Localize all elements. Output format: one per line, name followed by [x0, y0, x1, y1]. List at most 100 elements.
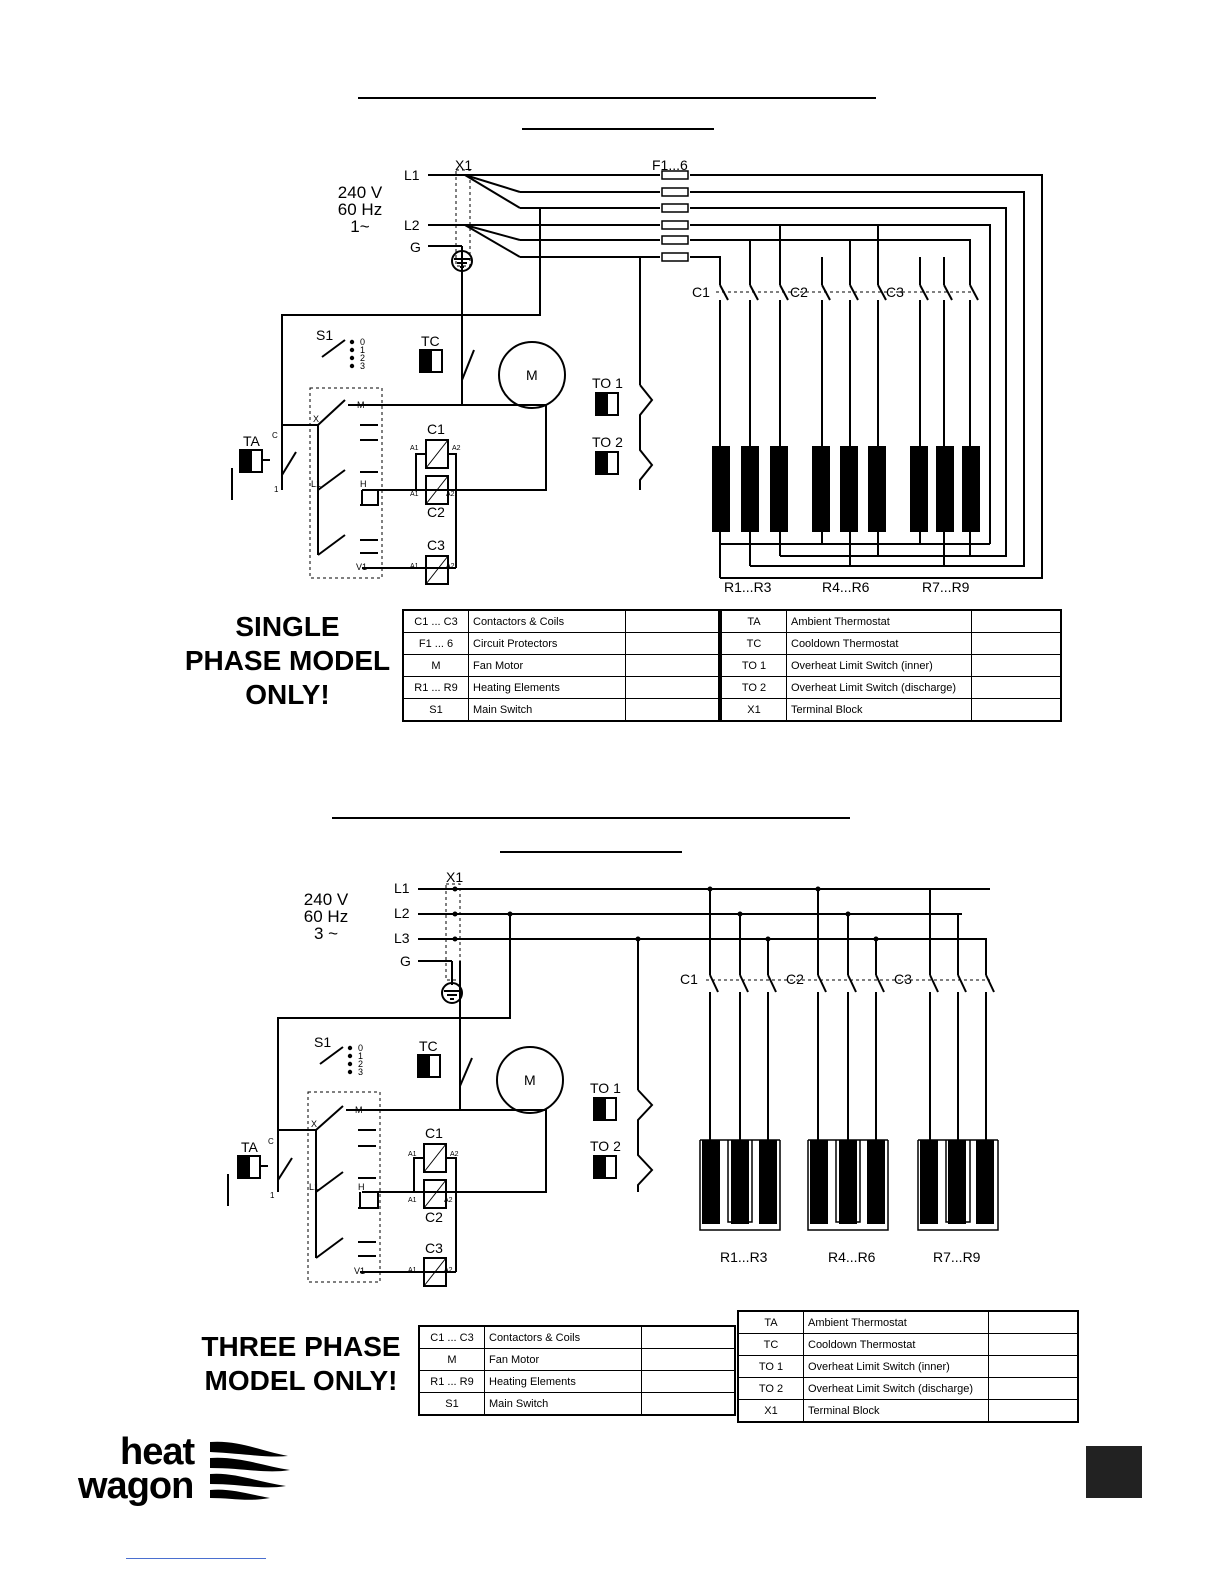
supply-phase: 3 ~ — [314, 924, 338, 943]
model-label-line: PHASE MODEL — [184, 645, 391, 676]
coil-label-c2: C2 — [425, 1209, 443, 1225]
legend-blank — [971, 676, 1062, 699]
legend-blank — [641, 1392, 736, 1416]
legend-desc: Cooldown Thermostat — [786, 632, 972, 655]
switch-mark-m: M — [355, 1105, 363, 1115]
legend-code: TO 2 — [720, 676, 787, 699]
element-group-r7-r9: R7...R9 — [922, 579, 970, 595]
legend-code: X1 — [720, 698, 787, 722]
to2-label: TO 2 — [592, 434, 623, 450]
switch-mark-c: C — [268, 1137, 274, 1146]
legend-code: M — [418, 1348, 485, 1371]
switch-position-3: 3 — [358, 1067, 363, 1077]
legend-desc: Ambient Thermostat — [803, 1310, 989, 1334]
fuse-label: F1...6 — [652, 157, 688, 173]
legend-blank — [625, 654, 720, 677]
legend-blank — [641, 1370, 736, 1393]
legend-blank — [641, 1325, 736, 1349]
three-phase-model-label: THREE PHASE MODEL ONLY! — [196, 1330, 406, 1398]
three-phase-diagram: 240 V 60 Hz 3 ~ L1 L2 L3 G X1 C1 C2 C3 — [0, 860, 1225, 1290]
fan-motor-icon — [498, 341, 566, 409]
switch-label: S1 — [316, 327, 333, 343]
legend-blank — [641, 1348, 736, 1371]
switch-mark-l1: L1 — [309, 1182, 319, 1192]
contactor-label-c3: C3 — [886, 284, 904, 300]
switch-mark-c: C — [272, 431, 278, 440]
coil-icons — [415, 439, 457, 585]
coil-terminal: A2 — [450, 1151, 459, 1158]
line-label-l2: L2 — [404, 217, 420, 233]
legend-code: S1 — [418, 1392, 485, 1416]
motor-label: M — [524, 1072, 536, 1088]
legend-code: M — [402, 654, 469, 677]
legend-code: TO 1 — [720, 654, 787, 677]
legend-desc: Overheat Limit Switch (discharge) — [803, 1377, 989, 1400]
legend-desc: Overheat Limit Switch (discharge) — [786, 676, 972, 699]
coil-label-c1: C1 — [427, 421, 445, 437]
model-label-line: ONLY! — [245, 679, 330, 710]
element-group-r1-r3: R1...R3 — [724, 579, 772, 595]
legend-code: TA — [720, 609, 787, 633]
contactor-label-c2: C2 — [790, 284, 808, 300]
line-label-l1: L1 — [404, 167, 420, 183]
contactor-contacts — [716, 284, 979, 301]
switch-position-3: 3 — [360, 361, 365, 371]
page-number-box — [1086, 1446, 1142, 1498]
heating-element-icons — [702, 1140, 994, 1224]
model-label-line: SINGLE — [235, 611, 340, 642]
tc-label: TC — [419, 1038, 438, 1054]
switch-mark-x: X — [313, 414, 319, 424]
contactor-label-c2: C2 — [786, 971, 804, 987]
legend-blank — [625, 609, 720, 633]
fuse-icons — [661, 170, 689, 262]
thermostat-icon-to1 — [593, 1097, 617, 1121]
element-group-r7-r9: R7...R9 — [933, 1249, 981, 1265]
coil-terminal: A2 — [444, 1267, 453, 1274]
legend-blank — [988, 1333, 1079, 1356]
contactor-label-c1: C1 — [680, 971, 698, 987]
supply-frequency: 60 Hz — [304, 907, 348, 926]
switch-mark-x: X — [311, 1119, 317, 1129]
switch-mark-v1: V1 — [354, 1266, 365, 1276]
element-group-r1-r3: R1...R3 — [720, 1249, 768, 1265]
heat-wagon-logo: heat wagon — [76, 1432, 296, 1512]
line-label-l1: L1 — [394, 880, 410, 896]
coil-terminal: A1 — [408, 1197, 417, 1204]
legend-desc: Terminal Block — [786, 698, 972, 722]
coil-terminal: A2 — [446, 563, 455, 570]
flame-waves-icon — [210, 1441, 290, 1500]
legend-code: F1 ... 6 — [402, 632, 469, 655]
contactor-contacts — [706, 974, 995, 993]
terminal-block-label: X1 — [455, 157, 472, 173]
switch-position-0: 0 — [358, 1043, 363, 1053]
coil-terminal: A2 — [446, 491, 455, 498]
legend-code: X1 — [737, 1399, 804, 1423]
legend-blank — [625, 698, 720, 722]
thermostat-icon-to2 — [593, 1155, 617, 1179]
logo-text-heat: heat — [120, 1431, 195, 1473]
switch-mark-h: H — [358, 1182, 365, 1192]
coil-terminal: A1 — [410, 445, 419, 452]
switch-mark-h: H — [360, 479, 367, 489]
title-rule-three — [332, 817, 850, 819]
legend-desc: Heating Elements — [468, 676, 626, 699]
coil-label-c3: C3 — [425, 1240, 443, 1256]
legend-code: R1 ... R9 — [402, 676, 469, 699]
motor-label: M — [526, 367, 538, 383]
thermostat-icon-to1 — [595, 392, 619, 416]
coil-terminal: A1 — [410, 491, 419, 498]
line-label-l3: L3 — [394, 930, 410, 946]
heating-element-icons — [712, 446, 980, 532]
